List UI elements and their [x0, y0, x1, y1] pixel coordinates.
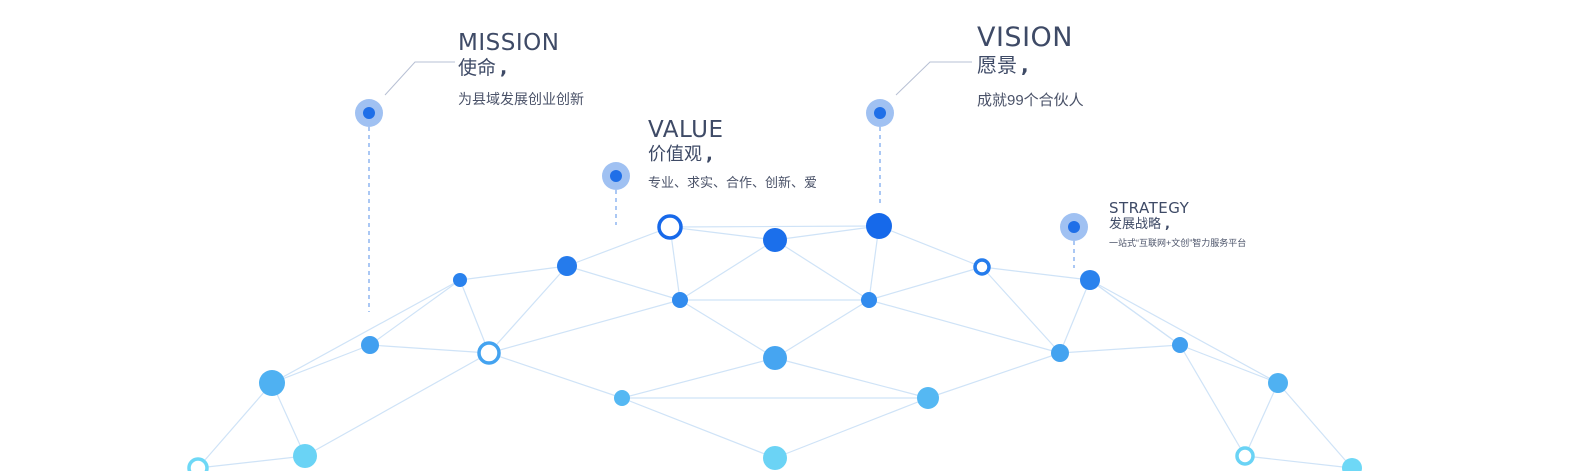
network-edge	[488, 299, 681, 354]
network-node-icon	[453, 273, 467, 287]
map-pin-center	[363, 107, 375, 119]
network-node-icon	[1080, 270, 1100, 290]
network-node-icon	[1235, 446, 1255, 466]
network-edge	[679, 299, 776, 359]
network-node-icon	[1051, 344, 1069, 362]
network-edge	[621, 397, 776, 459]
strategy-title-cn-text: 发展战略	[1109, 217, 1162, 232]
network-edge	[774, 397, 929, 459]
network-edge	[868, 299, 1061, 354]
network-edge	[1089, 279, 1279, 384]
vision-title-en: VISION	[977, 22, 1073, 53]
network-edge	[197, 382, 273, 469]
network-edge	[878, 225, 983, 268]
network-node-icon	[1342, 458, 1362, 471]
network-node-icon	[763, 346, 787, 370]
network-edge	[1179, 344, 1279, 384]
mission-comma: ,	[500, 57, 508, 79]
network-edge	[369, 279, 461, 346]
network-edge	[774, 239, 870, 301]
network-edge	[566, 226, 671, 267]
network-nodes	[187, 213, 1362, 471]
network-edge	[621, 357, 776, 399]
network-node-icon	[293, 444, 317, 468]
network-node-icon	[917, 387, 939, 409]
network-edge	[271, 382, 306, 457]
network-edge	[488, 265, 568, 354]
network-edge	[927, 352, 1061, 399]
vision-callout: VISION 愿景, 成就99个合伙人	[977, 24, 1084, 108]
network-edge	[669, 226, 776, 241]
vision-description: 成就99个合伙人	[977, 92, 1084, 109]
network-node-icon	[763, 228, 787, 252]
network-edge	[1277, 382, 1353, 469]
mission-title-cn: 使命,	[458, 59, 584, 78]
strategy-callout: STRATEGY 发展战略, 一站式“互联网+文创”智力服务平台	[1109, 201, 1246, 248]
network-edge	[774, 357, 929, 399]
network-edge	[774, 299, 870, 359]
vision-title-cn: 愿景,	[977, 55, 1084, 75]
mission-description: 为县域发展创业创新	[458, 91, 584, 107]
network-edge	[304, 352, 490, 457]
network-node-icon	[657, 214, 683, 240]
network-edge	[197, 455, 306, 469]
network-node-icon	[557, 256, 577, 276]
callout-leader-line	[895, 61, 972, 96]
value-description: 专业、求实、合作、创新、爱	[648, 175, 818, 190]
network-node-icon	[973, 258, 991, 276]
map-pins	[355, 99, 1088, 241]
network-node-icon	[1172, 337, 1188, 353]
strategy-description: 一站式“互联网+文创”智力服务平台	[1109, 238, 1247, 248]
value-title-cn: 价值观,	[648, 146, 817, 164]
network-node-icon	[672, 292, 688, 308]
value-title-cn-text: 价值观	[648, 144, 702, 165]
value-callout: VALUE 价值观, 专业、求实、合作、创新、爱	[648, 117, 818, 190]
network-node-icon	[614, 390, 630, 406]
network-edge	[566, 265, 681, 301]
vision-comma: ,	[1021, 53, 1029, 77]
pin-connector-lines	[368, 61, 1075, 312]
value-comma: ,	[706, 144, 713, 165]
map-pin-center	[610, 170, 622, 182]
network-edge	[1244, 455, 1353, 469]
network-edge	[774, 225, 880, 241]
callout-leader-line	[384, 61, 455, 96]
network-node-icon	[763, 446, 787, 470]
strategy-comma: ,	[1165, 217, 1170, 232]
network-edge	[669, 225, 880, 228]
network-edges	[197, 225, 1353, 469]
network-edge	[981, 266, 1091, 281]
mission-title-en: MISSION	[458, 30, 560, 56]
network-edge	[459, 279, 490, 354]
network-node-icon	[187, 457, 209, 471]
network-edge	[1089, 279, 1181, 346]
network-node-icon	[1268, 373, 1288, 393]
network-edge	[679, 239, 776, 301]
strategy-title-cn: 发展战略,	[1109, 218, 1246, 231]
network-edge	[459, 265, 568, 281]
network-node-icon	[866, 213, 892, 239]
network-node-icon	[477, 341, 501, 365]
network-node-icon	[259, 370, 285, 396]
value-title-en: VALUE	[648, 117, 724, 143]
network-edge	[1059, 279, 1091, 354]
network-edge	[1059, 344, 1181, 354]
map-pin-center	[874, 107, 886, 119]
network-edge	[868, 266, 983, 301]
strategy-title-en: STRATEGY	[1109, 199, 1190, 217]
network-edge	[1244, 382, 1279, 457]
network-node-icon	[361, 336, 379, 354]
mission-title-cn-text: 使命	[458, 57, 497, 79]
map-pin-center	[1068, 221, 1080, 233]
network-edge	[271, 344, 371, 384]
mission-callout: MISSION 使命, 为县域发展创业创新	[458, 30, 584, 107]
network-edge	[981, 266, 1061, 354]
network-edge	[1179, 344, 1246, 457]
network-edge	[271, 279, 461, 384]
vision-title-cn-text: 愿景	[977, 53, 1017, 77]
network-edge	[369, 344, 490, 354]
network-edge	[488, 352, 623, 399]
network-node-icon	[861, 292, 877, 308]
